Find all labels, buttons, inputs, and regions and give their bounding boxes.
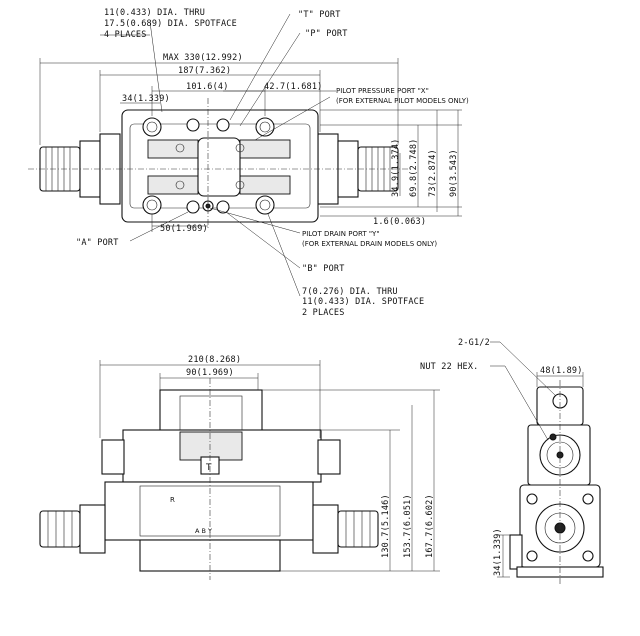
pilot-valve-cap [159, 389, 263, 433]
dim-101: 101.6(4) [186, 82, 229, 92]
dim-210: 210(8.268) [188, 355, 241, 365]
dim-34: 34(1.339) [122, 94, 170, 104]
b-port-label: "B" PORT [302, 264, 345, 274]
front-left-knob [39, 510, 81, 548]
dim-69-8: 69.8(2.748) [409, 139, 419, 198]
pilot-t-label: T [205, 463, 212, 473]
port-abry-label: A B Y [195, 527, 212, 535]
g-port-label: 2-G1/2 [458, 338, 490, 348]
small-hole-note-3: 2 PLACES [302, 308, 345, 318]
front-right-knob [337, 510, 379, 548]
pilot-x-label-1: PILOT PRESSURE PORT "X" [336, 87, 429, 95]
pilot-x-label-2: (FOR EXTERNAL PILOT MODELS ONLY) [336, 97, 469, 105]
dim-front-90: 90(1.969) [186, 368, 234, 378]
dim-max-length: MAX 330(12.992) [163, 53, 243, 63]
pilot-coil-left [147, 139, 199, 159]
dim-42: 42.7(1.681) [264, 82, 323, 92]
dim-167-7: 167.7(6.602) [425, 494, 435, 558]
dim-130-7: 130.7(5.146) [381, 494, 391, 558]
dim-1-6: 1.6(0.063) [373, 217, 426, 227]
thru-hole-note-2: 17.5(0.689) DIA. SPOTFACE [104, 19, 237, 29]
thru-hole-note-3: 4 PLACES [104, 30, 147, 40]
port-r-label: R [170, 496, 175, 504]
small-hole-note-1: 7(0.276) DIA. THRU [302, 287, 398, 297]
dim-187: 187(7.362) [178, 66, 231, 76]
pilot-y-label-2: (FOR EXTERNAL DRAIN MODELS ONLY) [302, 240, 437, 248]
small-hole-note-2: 11(0.433) DIA. SPOTFACE [302, 297, 424, 307]
port-holes [175, 118, 245, 214]
a-port-label: "A" PORT [76, 238, 119, 248]
hex-nut-label: NUT 22 HEX. [420, 362, 479, 372]
dim-48: 48(1.89) [540, 366, 583, 376]
top-view: 11(0.433) DIA. THRU 17.5(0.689) DIA. SPO… [28, 8, 469, 318]
mounting-bolt-holes [142, 117, 275, 215]
front-view: T R A B Y 210(8.268) 9 [39, 355, 440, 580]
side-view: 2-G1/2 NUT 22 HEX. 48(1.89) 34(1.339) [420, 338, 604, 585]
pilot-coil-left-end [101, 439, 125, 475]
front-right-nut [312, 504, 339, 554]
front-left-nut [79, 504, 106, 554]
dim-50: 50(1.969) [160, 224, 208, 234]
thru-hole-note-1: 11(0.433) DIA. THRU [104, 8, 205, 18]
side-left-stub [509, 534, 523, 570]
dim-153-7: 153.7(6.051) [403, 494, 413, 558]
t-port-label: "T" PORT [298, 10, 341, 20]
dim-34-9: 34.9(1.374) [391, 139, 401, 198]
dim-side-34: 34(1.339) [493, 528, 503, 576]
pilot-coil-right [239, 139, 291, 159]
p-port-label: "P" PORT [305, 29, 348, 39]
dim-73: 73(2.874) [428, 149, 438, 197]
dim-90: 90(3.543) [449, 149, 459, 197]
pilot-y-label-1: PILOT DRAIN PORT "Y" [302, 230, 380, 238]
pilot-coil-right-end [317, 439, 341, 475]
